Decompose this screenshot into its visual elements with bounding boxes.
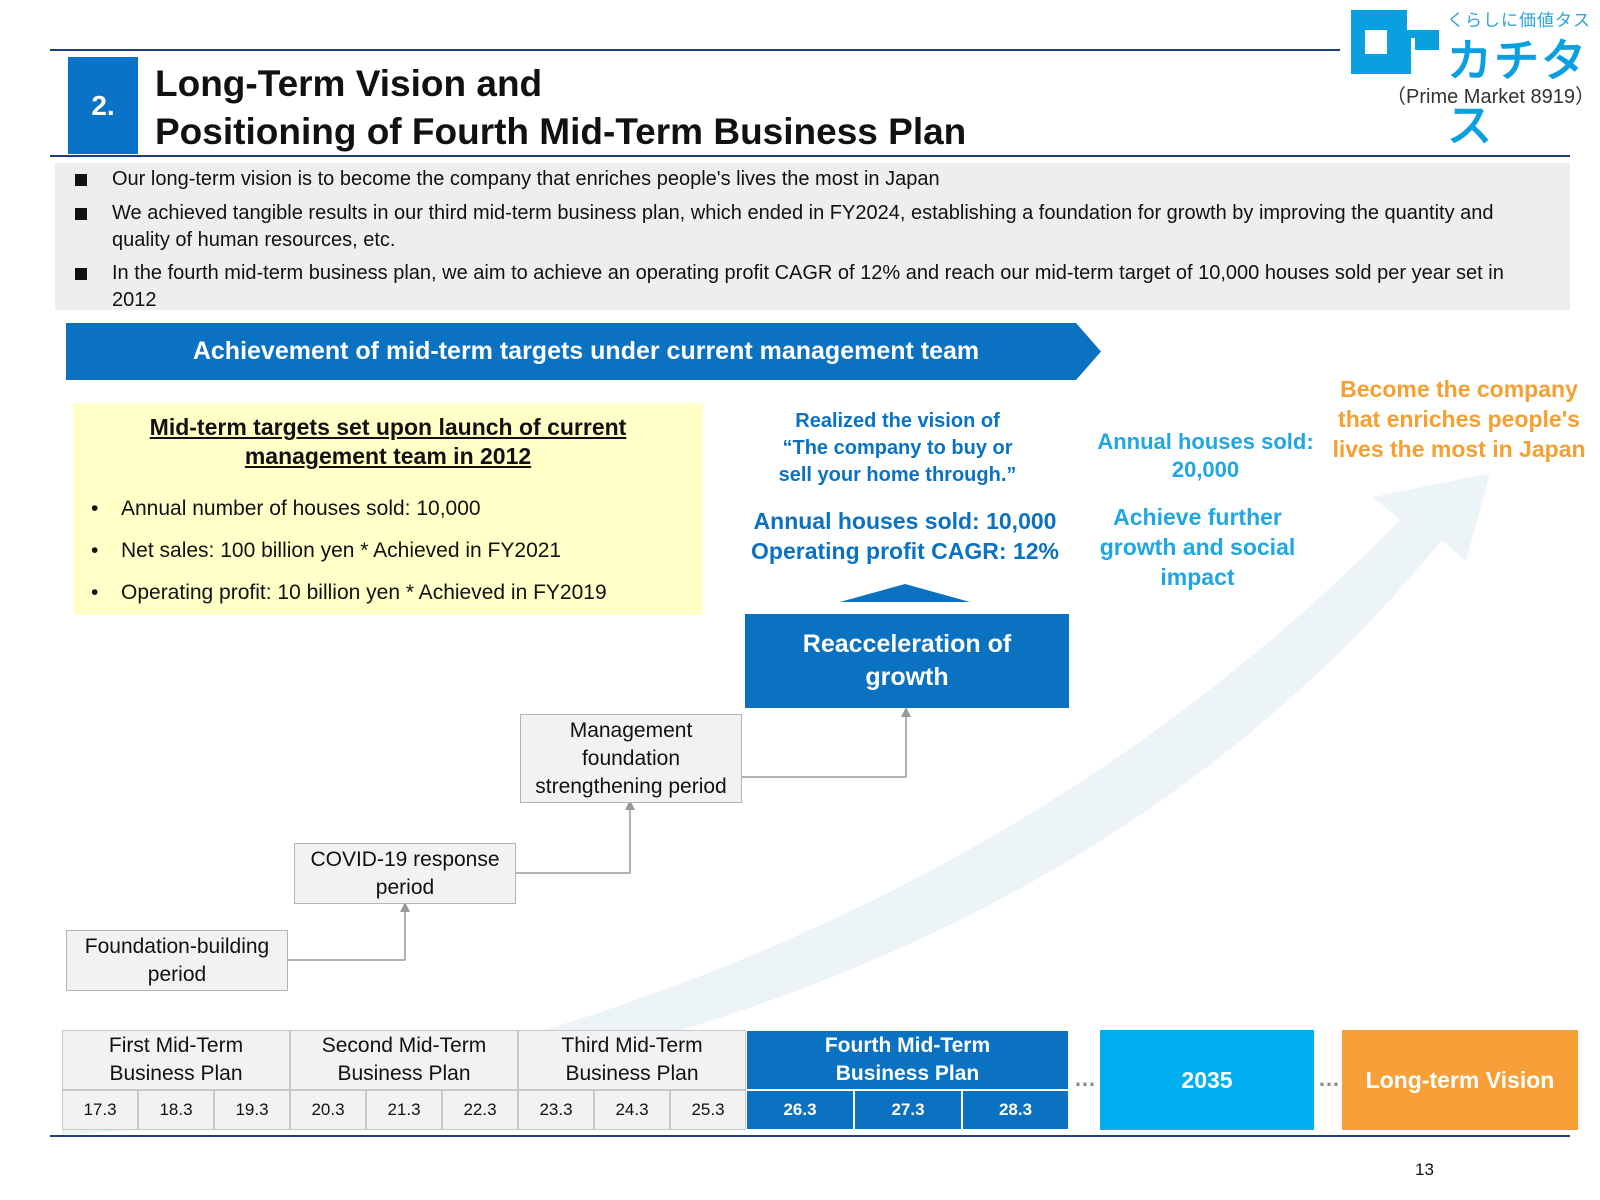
year-cell: 22.3 (442, 1090, 518, 1130)
year-cell: 18.3 (138, 1090, 214, 1130)
houses-2035-target: Annual houses sold: 20,000 (1097, 429, 1314, 482)
further-growth-text: Achieve further growth and social impact (1099, 504, 1296, 590)
banner-arrow-shape (66, 323, 1101, 380)
fourth-plan-targets: Annual houses sold: 10,000 Operating pro… (751, 508, 1059, 564)
page-title: Long-Term Vision and Positioning of Four… (155, 60, 966, 156)
header-rule (50, 155, 1570, 157)
square-bullet-icon (75, 268, 87, 280)
year-cell: 26.3 (746, 1090, 854, 1130)
vision-realized-text: Realized the vision of “The company to b… (778, 410, 1017, 486)
year-cell: 24.3 (594, 1090, 670, 1130)
stage-reacceleration-of-growth: Reacceleration of growth (745, 614, 1069, 708)
year-cell: 28.3 (962, 1090, 1069, 1130)
year-cell: 23.3 (518, 1090, 594, 1130)
title-line-1: Long-Term Vision and (155, 63, 543, 104)
year-cell: 20.3 (290, 1090, 366, 1130)
square-bullet-icon (75, 208, 87, 220)
bullet-item: Our long-term vision is to become the co… (75, 166, 1545, 193)
year-2035-box: 2035 (1100, 1030, 1314, 1130)
footer-rule (50, 1135, 1570, 1137)
bullet-dot-icon: • (91, 539, 99, 562)
year-cell: 19.3 (214, 1090, 290, 1130)
bullet-dot-icon: • (91, 581, 99, 604)
bullet-dot-icon: • (91, 497, 99, 520)
long-term-vision-text: Become the company that enriches people'… (1332, 376, 1586, 462)
title-line-2: Positioning of Fourth Mid-Term Business … (155, 111, 967, 152)
banner-title: Achievement of mid-term targets under cu… (192, 337, 980, 365)
year-cell: 27.3 (854, 1090, 962, 1130)
year-cell: 21.3 (366, 1090, 442, 1130)
mid-term-targets-box: Mid-term targets set upon launch of curr… (73, 403, 703, 615)
ellipsis-2: … (1318, 1066, 1340, 1091)
logo-tagline: くらしに価値タス (1447, 11, 1591, 30)
logo-mark-icon (1351, 10, 1439, 74)
summary-bullets: Our long-term vision is to become the co… (55, 163, 1570, 311)
bullet-item: In the fourth mid-term business plan, we… (75, 260, 1545, 314)
stage-management-foundation: Management foundation strengthening peri… (520, 714, 742, 803)
stage-covid-response: COVID-19 response period (294, 843, 516, 904)
logo-name: カチタス (1447, 35, 1589, 151)
logo-market: （Prime Market 8919） (1386, 86, 1595, 108)
header-rule-top (50, 49, 1340, 51)
long-term-vision-box: Long-term Vision (1342, 1030, 1578, 1130)
targets-title: Mid-term targets set upon launch of curr… (149, 414, 627, 469)
square-bullet-icon (75, 174, 87, 186)
year-cell: 25.3 (670, 1090, 746, 1130)
ellipsis-1: … (1074, 1066, 1096, 1091)
bullet-item: We achieved tangible results in our thir… (75, 200, 1545, 254)
section-number: 2. (68, 57, 138, 154)
stage-foundation-building: Foundation-building period (66, 930, 288, 991)
year-cell: 17.3 (62, 1090, 138, 1130)
page-number: 13 (1415, 1160, 1434, 1179)
up-triangle-icon (840, 584, 970, 602)
